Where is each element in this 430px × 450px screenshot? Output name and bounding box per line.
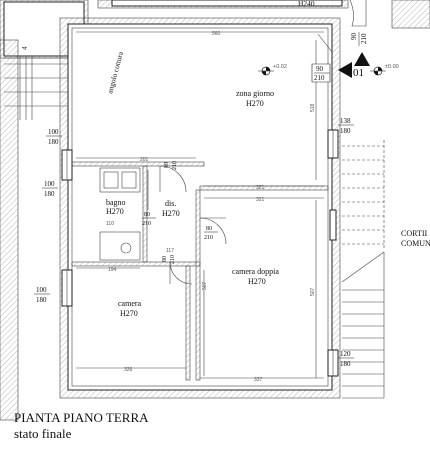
room-name: dis. xyxy=(165,199,176,208)
courtyard-label-line: COMUN xyxy=(401,239,430,248)
building-outline xyxy=(59,17,341,399)
stair-number: 4 xyxy=(22,46,29,50)
opening-labels: 90 210 90 210 100 180 100 180 100 180 13… xyxy=(34,32,368,368)
plan-subtitle: stato finale xyxy=(14,426,72,441)
doors xyxy=(159,33,333,285)
opening-width: 100 xyxy=(36,286,47,294)
room-height: H270 xyxy=(106,207,124,216)
room-height: H270 xyxy=(246,99,264,108)
opening-width: 100 xyxy=(48,128,59,136)
dim-label: 321 xyxy=(256,185,265,191)
opening-height: 180 xyxy=(36,296,47,304)
dim-label: 507 xyxy=(310,287,316,296)
bathroom-fixtures xyxy=(99,167,149,261)
room-name: camera xyxy=(118,299,142,308)
level-value: +0.02 xyxy=(273,64,287,70)
dim-label: 194 xyxy=(108,267,117,273)
section-marker-label: 01 xyxy=(353,67,364,79)
dim-label: 201 xyxy=(140,157,149,163)
dim-label: 518 xyxy=(310,103,316,112)
neighbour-top: 4 H240 xyxy=(0,0,430,421)
level-value: ±0.00 xyxy=(385,64,399,70)
level-markers: +0.02 ±0.00 xyxy=(258,64,399,76)
opening-height: 210 xyxy=(172,161,178,170)
opening-height: 180 xyxy=(340,127,351,135)
opening-width: 90 xyxy=(350,33,358,41)
courtyard-label-line: CORTII xyxy=(401,229,428,238)
opening-width: 90 xyxy=(316,65,324,73)
dim-label: 117 xyxy=(166,248,174,254)
opening-width: 138 xyxy=(340,117,351,125)
opening-height: 210 xyxy=(204,235,213,241)
opening-width: 80 xyxy=(144,212,150,218)
opening-height: 180 xyxy=(48,138,59,146)
opening-height: 210 xyxy=(142,221,151,227)
opening-width: 80 xyxy=(162,256,168,262)
opening-height: 180 xyxy=(44,190,55,198)
opening-height: 180 xyxy=(340,360,351,368)
dim-label: 110 xyxy=(106,221,114,227)
top-room-label: H240 xyxy=(298,0,315,8)
dimension-lines: 560 201 321 321 194 326 337 110 117 507 … xyxy=(76,31,324,383)
dim-label: 326 xyxy=(124,367,133,373)
opening-width: 80 xyxy=(164,162,170,168)
section-marker: 01 xyxy=(338,52,370,79)
room-name: zona giorno xyxy=(236,89,274,98)
opening-width: 120 xyxy=(340,350,351,358)
opening-width: 100 xyxy=(44,180,55,188)
room-height: H270 xyxy=(248,277,266,286)
opening-height: 210 xyxy=(360,33,368,44)
dim-label: 560 xyxy=(212,31,221,37)
courtyard-label: CORTII COMUN xyxy=(401,229,430,248)
plan-caption: PIANTA PIANO TERRA stato finale xyxy=(14,410,149,442)
room-name: camera doppia xyxy=(232,267,279,276)
dim-label: 337 xyxy=(254,377,263,383)
opening-height: 210 xyxy=(170,255,176,264)
room-name: bagno xyxy=(106,198,126,207)
opening-height: 210 xyxy=(314,74,325,82)
windows xyxy=(61,129,339,377)
dim-label: 507 xyxy=(202,281,208,290)
plan-title: PIANTA PIANO TERRA xyxy=(14,410,149,425)
dim-label: 321 xyxy=(256,197,265,203)
opening-width: 80 xyxy=(206,226,212,232)
room-height: H270 xyxy=(162,209,180,218)
room-height: H270 xyxy=(120,309,138,318)
courtyard-stairs xyxy=(341,140,385,399)
